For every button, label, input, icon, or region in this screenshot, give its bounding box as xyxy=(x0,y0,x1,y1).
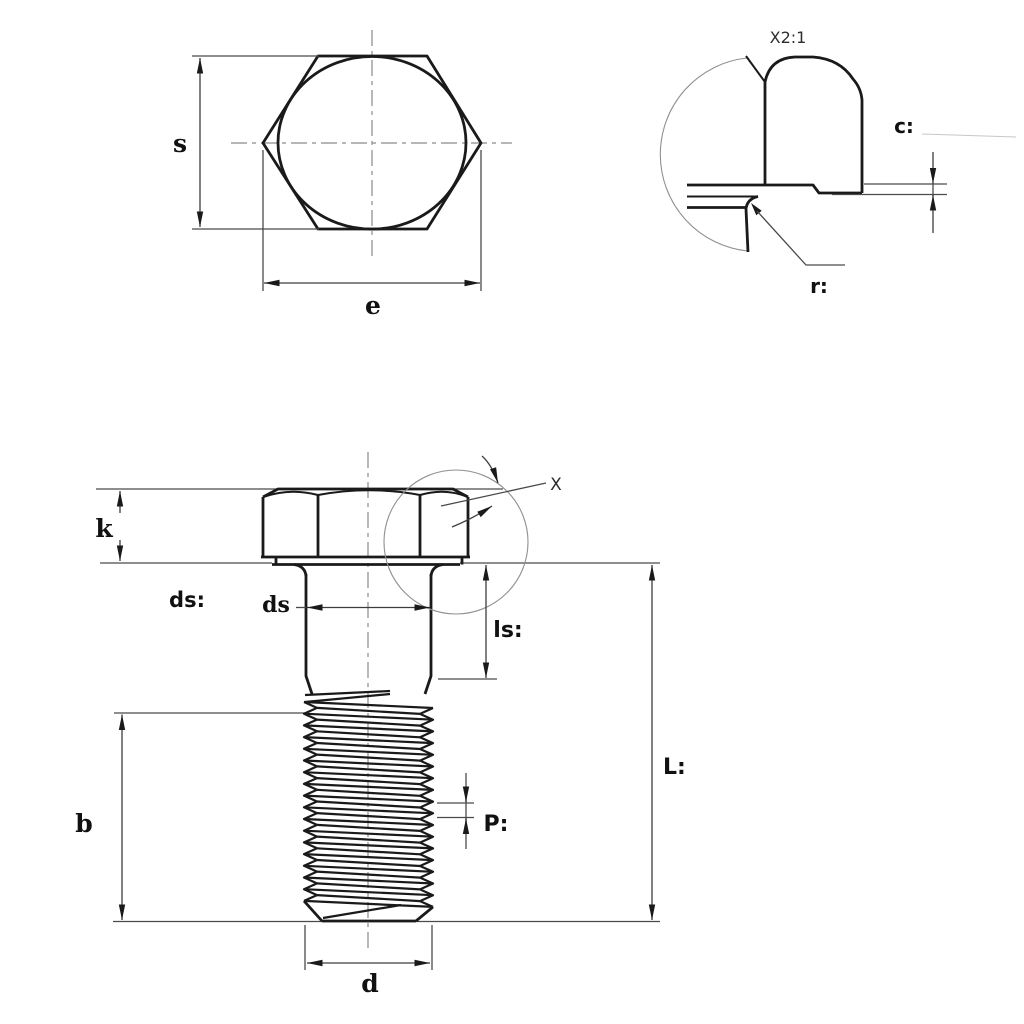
bolt-side-view: X k ds: ds ls: b P: xyxy=(75,452,686,998)
thread-helix-lines xyxy=(303,700,434,908)
dim-label-e: e xyxy=(365,291,381,320)
dim-label-d: d xyxy=(361,969,378,998)
dim-label-p: P: xyxy=(484,812,509,837)
dim-label-c: c: xyxy=(894,114,914,138)
dim-label-l: L: xyxy=(663,755,686,780)
dim-label-k: k xyxy=(95,514,113,543)
bolt-tip-chamfer xyxy=(302,899,434,923)
detail-view-title: X2:1 xyxy=(770,28,807,47)
hexagon-outline xyxy=(261,54,483,231)
bolt-head xyxy=(261,487,470,566)
thread-left-edge xyxy=(302,700,319,902)
detail-boundary-arc xyxy=(659,57,749,252)
dimension-c xyxy=(832,133,1017,233)
dimension-e xyxy=(262,150,482,291)
dim-label-b: b xyxy=(75,809,92,838)
r-leader-arrowhead xyxy=(751,203,762,216)
dimension-s xyxy=(192,55,319,230)
dimension-r xyxy=(751,203,845,266)
detail-arc-arrow-lower xyxy=(451,505,493,528)
dim-label-s: s xyxy=(173,129,187,158)
head-chamfer-circle xyxy=(276,55,468,231)
dim-label-ds: ds xyxy=(262,592,290,618)
thread-runout xyxy=(304,689,391,704)
detail-arc-arrow-upper xyxy=(481,455,499,484)
detail-ref-label: X xyxy=(550,475,562,495)
dim-label-r: r: xyxy=(810,274,828,298)
detail-marker-x xyxy=(383,455,547,615)
ds-value-label: ds: xyxy=(169,588,205,612)
threaded-section xyxy=(302,689,435,923)
tip-thread-runout xyxy=(322,903,402,920)
x-leader-line xyxy=(440,482,547,507)
detail-circle xyxy=(383,469,529,615)
thread-right-edge xyxy=(418,706,435,908)
detail-head-outline xyxy=(687,55,864,253)
hex-head-top-view: s e xyxy=(173,30,512,320)
dim-label-ls: ls: xyxy=(493,618,522,643)
detail-view-x21: X2:1 c: r: xyxy=(659,28,1017,298)
